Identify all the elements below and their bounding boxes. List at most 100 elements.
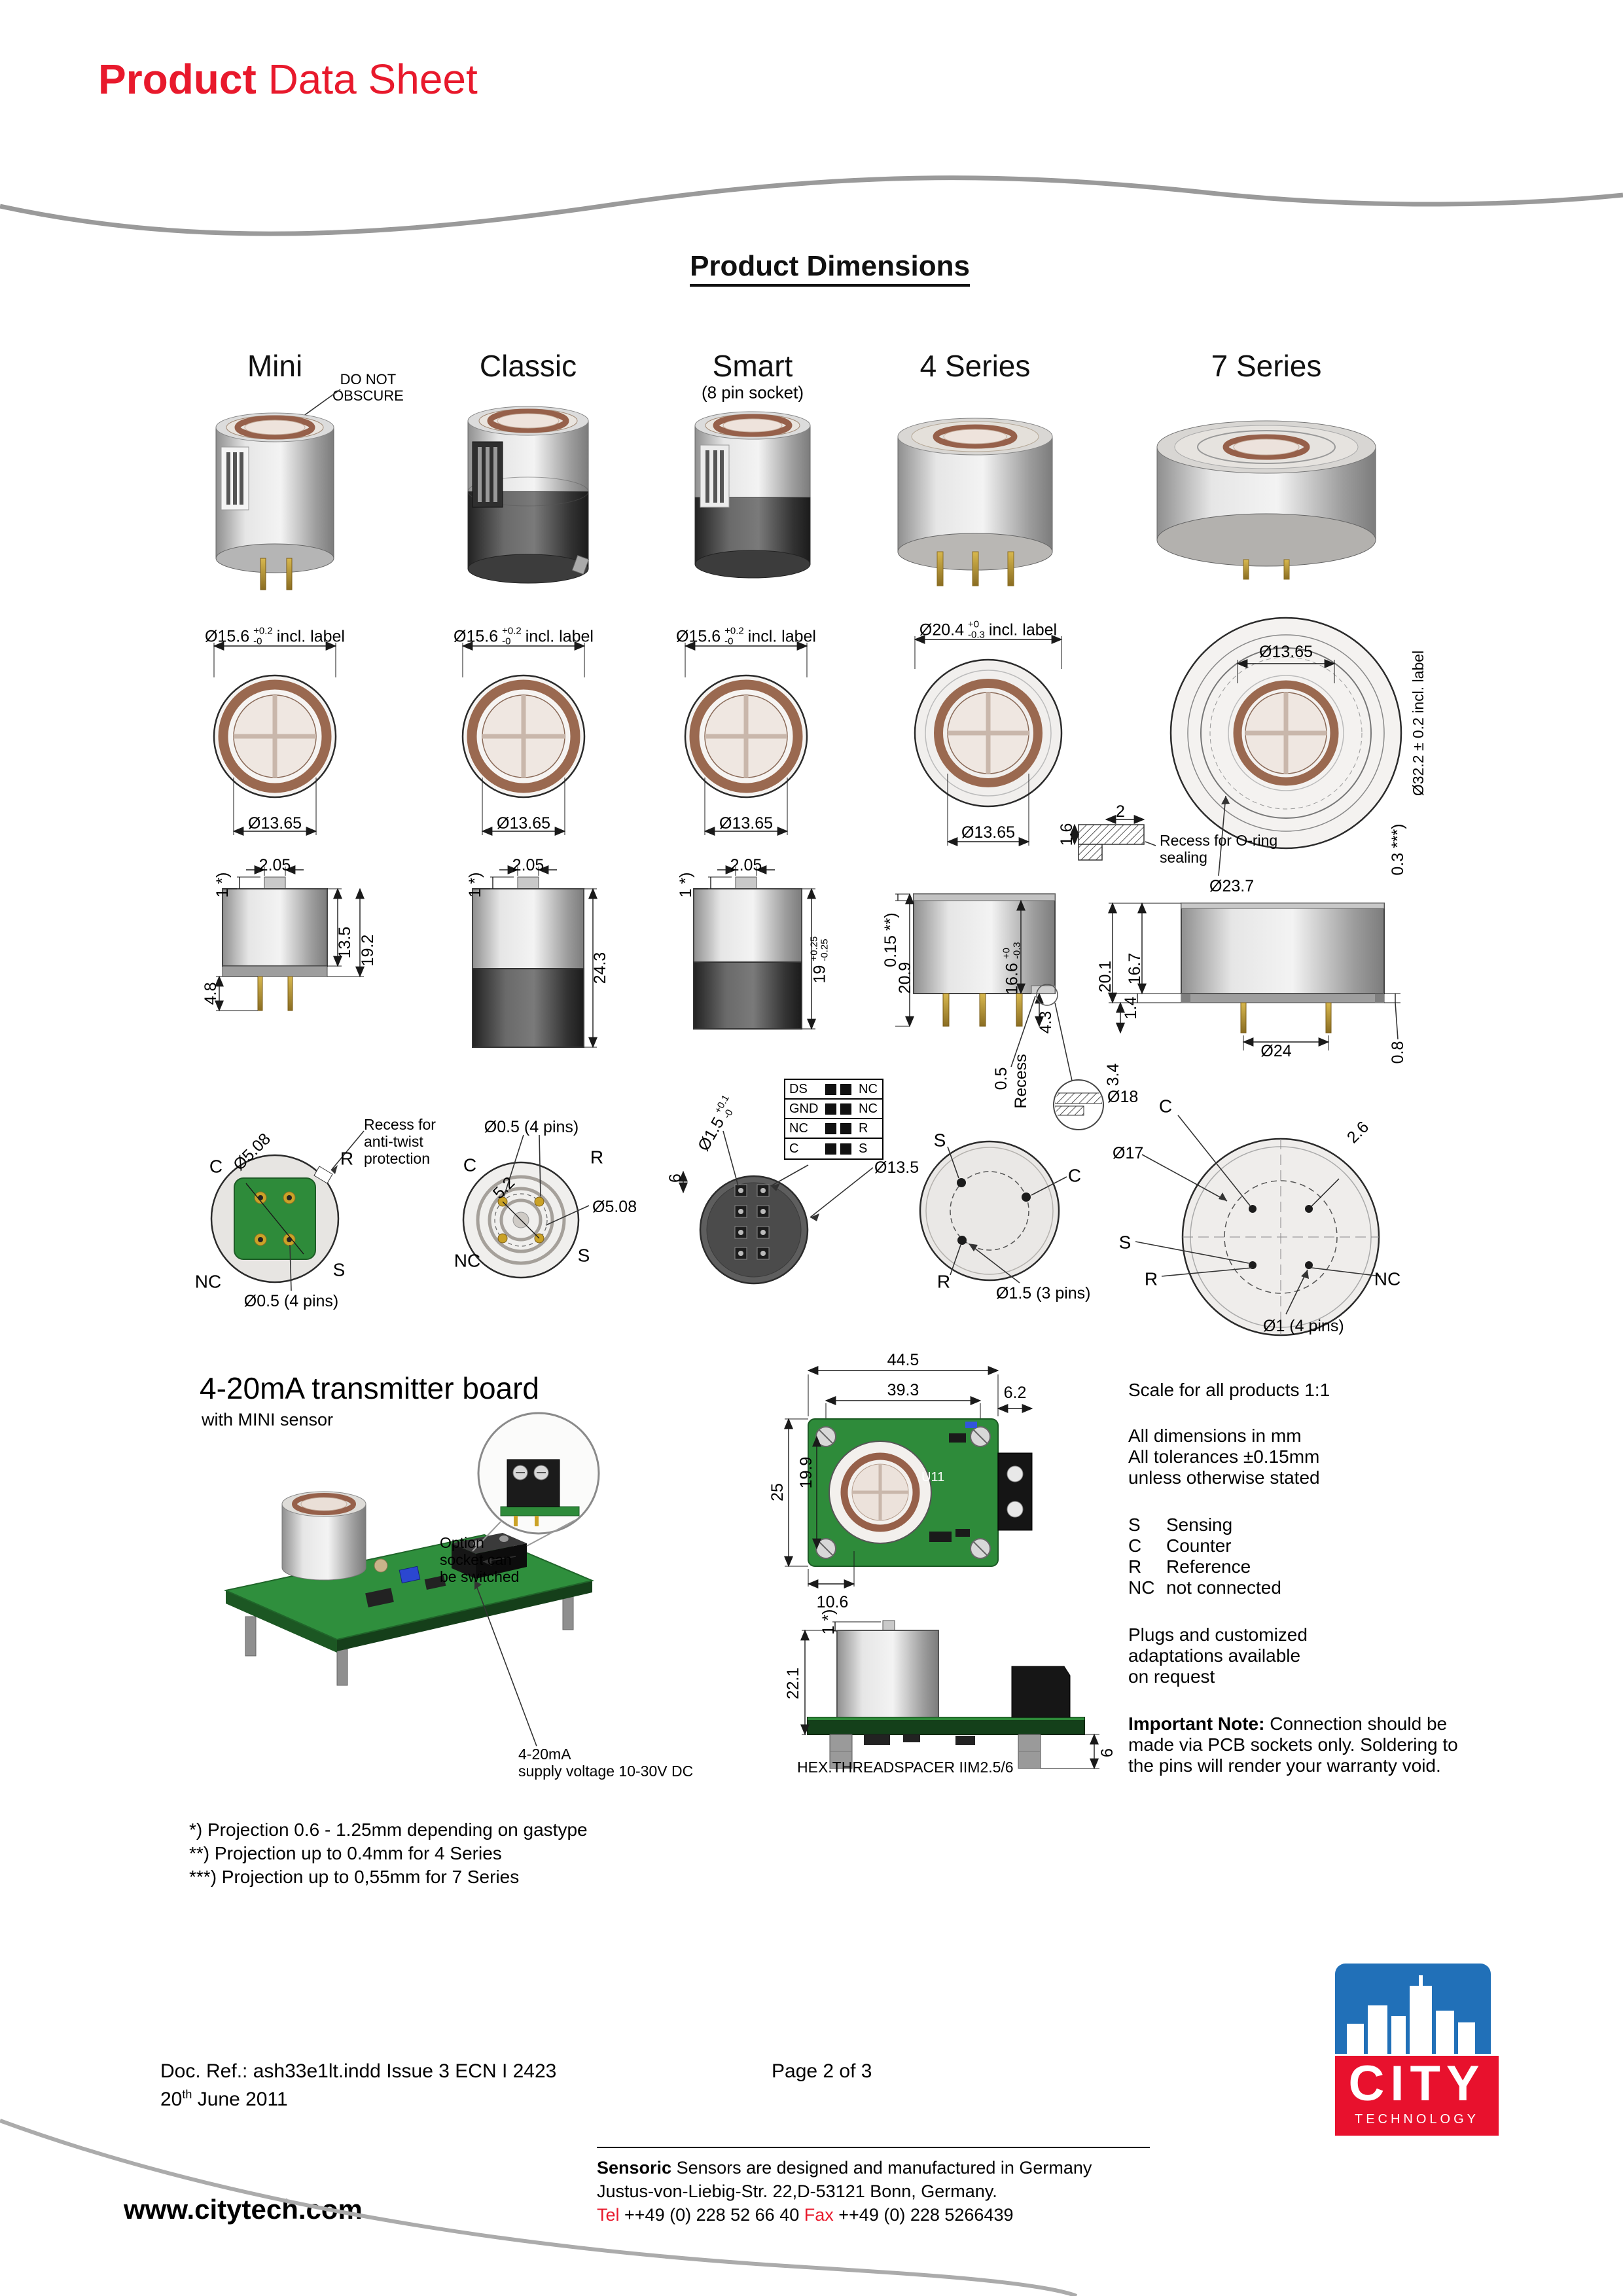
smart-top-dia: Ø15.6 <box>676 627 721 645</box>
pin-square-icon <box>840 1083 851 1095</box>
tel-label: Tel <box>597 2205 620 2225</box>
7series-pitch-circle-dim: Ø17 <box>1113 1144 1144 1162</box>
4series-bottom-view <box>919 1140 1067 1283</box>
classic-pin-dia: Ø0.5 (4 pins) <box>484 1118 579 1136</box>
logo-tech-text: TECHNOLOGY <box>1354 2112 1480 2126</box>
note-plugs-2: adaptations available <box>1128 1645 1301 1666</box>
smart-top-tolm: -0 <box>724 636 734 647</box>
page-header-title: Product Data Sheet <box>98 55 478 103</box>
city-technology-logo: CITY TECHNOLOGY <box>1335 1964 1499 2136</box>
option-note-line3: be switched <box>440 1568 520 1585</box>
spacer-label: HEX.THREADSPACER IIM2.5/6 <box>797 1759 1014 1776</box>
date-day: 20 <box>160 2089 183 2110</box>
transmitter-pcb-side-view <box>800 1620 1099 1770</box>
classic-pitch-dim: Ø5.08 <box>592 1198 637 1216</box>
smart-total-height: 19+0.25-0.25 <box>808 935 830 984</box>
smart-top-suffix: incl. label <box>747 627 816 645</box>
4series-recess-depth: 0.5 <box>992 1067 1010 1090</box>
classic-total-height: 24.3 <box>591 952 609 984</box>
smart-3d <box>694 411 811 579</box>
supply-note-line2: supply voltage 10-30V DC <box>518 1762 694 1780</box>
board-connector-dim: 6.2 <box>1003 1384 1027 1402</box>
note-scale: Scale for all products 1:1 <box>1128 1380 1330 1400</box>
smart-proj-dim: 1 *) <box>677 872 695 898</box>
transmitter-graphics <box>223 1366 1099 1770</box>
transmitter-3d-board <box>223 1412 600 1747</box>
header-word-rest: Data Sheet <box>256 56 478 103</box>
7series-pin-dia: Ø1 (4 pins) <box>1263 1317 1344 1335</box>
top-views <box>213 617 1402 876</box>
notes-column: Scale for all products 1:1 All dimension… <box>1128 1380 1495 1776</box>
product-name-7series: 7 Series <box>1211 349 1322 384</box>
4series-top-tolp: +0 <box>968 619 980 630</box>
pin-square-icon <box>825 1103 836 1115</box>
note-dims-3: unless otherwise stated <box>1128 1467 1320 1488</box>
4series-body-tolm: -0.3 <box>1011 942 1022 960</box>
mini-warning-line2: OBSCURE <box>332 387 404 404</box>
7series-bottom-view <box>1135 1115 1382 1336</box>
smart-side-view <box>693 865 816 1030</box>
supply-note-line1: 4-20mA <box>518 1746 571 1763</box>
mini-nub-dim: 2.05 <box>259 856 291 874</box>
option-socket-note: Option socket can be switched <box>440 1534 520 1585</box>
4series-top-dia: Ø20.4 <box>919 620 965 639</box>
mini-top-view <box>213 641 337 836</box>
tel-number: ++49 (0) 228 52 66 40 <box>619 2205 804 2225</box>
top-swoosh <box>0 175 1623 236</box>
renders-3d <box>215 389 1376 590</box>
product-name-mini: Mini <box>247 349 303 384</box>
4series-side-view <box>895 893 1104 1130</box>
transmitter-subtitle: with MINI sensor <box>202 1410 334 1429</box>
classic-top-tolm: -0 <box>502 636 511 647</box>
mini-pin-s: S <box>332 1259 346 1280</box>
product-name-classic: Classic <box>479 349 577 384</box>
7series-top-view <box>1169 617 1402 850</box>
header-word-product: Product <box>98 56 257 103</box>
date-sup: th <box>182 2088 192 2101</box>
7series-side-view <box>1108 902 1400 1050</box>
4series-pin-length: 4.3 <box>1037 1011 1055 1034</box>
4series-top-view <box>914 635 1063 846</box>
product-name-smart: Smart <box>712 349 793 384</box>
legend-key-c: C <box>1128 1535 1142 1556</box>
transmitter-pcb-top-view <box>784 1366 1033 1588</box>
bottom-views <box>210 1115 1382 1336</box>
7series-pin-circle-dim: Ø24 <box>1260 1042 1292 1060</box>
smart-pin-gnd: GND <box>789 1102 819 1116</box>
option-note-line1: Option <box>440 1534 484 1551</box>
board-side-proj: 1 *) <box>819 1609 838 1635</box>
smart-socket-dia: Ø13.5 <box>874 1158 919 1177</box>
7series-total-height: 20.1 <box>1096 960 1115 993</box>
smart-top-view <box>684 641 808 836</box>
doc-ref: Doc. Ref.: ash33e1lt.indd Issue 3 ECN I … <box>160 2060 557 2082</box>
board-side-height: 22.1 <box>784 1667 802 1700</box>
note-plugs-1: Plugs and customized <box>1128 1624 1308 1645</box>
mini-warning: DO NOT OBSCURE <box>332 371 404 404</box>
important-note-label: Important Note: <box>1128 1713 1265 1734</box>
pin-square-icon <box>840 1122 851 1134</box>
mini-side-view <box>215 865 365 1012</box>
logo-city-text: CITY <box>1348 2056 1486 2111</box>
side-views <box>215 865 1400 1130</box>
note-dims-2: All tolerances ±0.15mm <box>1128 1446 1320 1467</box>
smart-pin-nc2: NC <box>859 1102 878 1116</box>
made-in-line: Sensoric Sensors are designed and manufa… <box>597 2156 1092 2179</box>
doc-date: 20th June 2011 <box>160 2088 288 2111</box>
fax-number: ++49 (0) 228 5266439 <box>833 2205 1014 2225</box>
smart-pin-nc1: NC <box>859 1082 878 1096</box>
pin-square-icon <box>825 1143 836 1155</box>
4series-body-value: 16.6 <box>1003 963 1021 995</box>
product-subtitle-smart: (8 pin socket) <box>701 382 804 403</box>
7series-edge-dim: 0.8 <box>1389 1041 1407 1064</box>
4series-total-height: 20.9 <box>896 961 914 994</box>
mini-proj-dim: 1 *) <box>213 872 232 898</box>
board-ref-designator: U11 <box>921 1470 945 1484</box>
board-width-outer: 44.5 <box>887 1351 919 1369</box>
7series-3d <box>1156 420 1376 580</box>
oring-recess-note: Recess for O-ring sealing <box>1160 832 1277 867</box>
